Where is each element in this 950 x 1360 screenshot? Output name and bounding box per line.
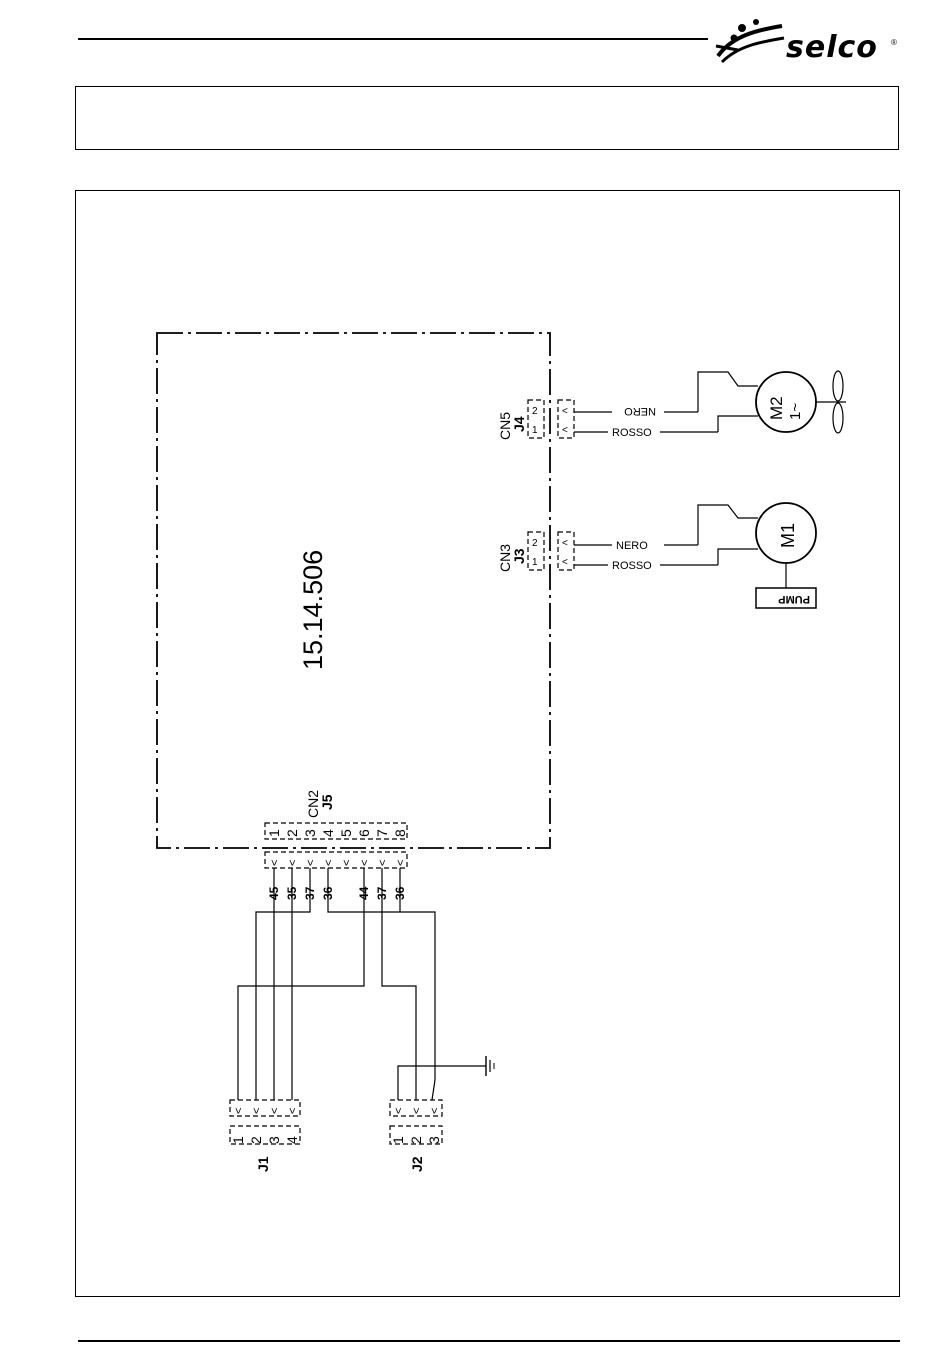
j1-socket-arrow: <	[287, 1108, 299, 1114]
cn2-socket-arrow: <	[341, 860, 353, 866]
j2-socket-arrow: <	[429, 1108, 441, 1114]
cn2-pin-3: 3	[302, 829, 318, 837]
cn2-pin-4: 4	[320, 829, 336, 837]
m2-phase: 1~	[787, 403, 804, 420]
cn2-pin-7: 7	[374, 829, 390, 837]
j2-pin-1: 1	[390, 1136, 406, 1144]
j2-socket-arrow: <	[411, 1108, 423, 1114]
j1-socket-arrow: <	[269, 1108, 281, 1114]
j1-socket-arrow: <	[233, 1108, 245, 1114]
j2-label: J2	[409, 1156, 425, 1172]
board-outline	[157, 333, 550, 848]
svg-text:<: <	[562, 557, 568, 568]
j1-label: J1	[255, 1156, 271, 1172]
board-code: 15.14.506	[298, 550, 328, 670]
cn2-socket-arrow: <	[395, 860, 407, 866]
j4-label: J4	[511, 416, 527, 432]
j1-pin-1: 1	[230, 1136, 246, 1144]
svg-text:2: 2	[532, 538, 538, 549]
j2-pin-3: 3	[426, 1136, 442, 1144]
cn2-socket-arrow: <	[323, 860, 335, 866]
fan-blade-icon	[833, 403, 843, 433]
cn2-pin-8: 8	[392, 829, 408, 837]
j1-pin-3: 3	[266, 1136, 282, 1144]
footer-rule	[78, 1340, 900, 1342]
j1-socket-arrow: <	[251, 1108, 263, 1114]
svg-text:<: <	[562, 538, 568, 549]
cn2-pin-5: 5	[338, 829, 354, 837]
cn3-wire-nero: NERO	[616, 540, 648, 552]
svg-text:1: 1	[532, 557, 538, 568]
j2-pin-2: 2	[408, 1136, 424, 1144]
cn5-pin-2: 2	[532, 406, 538, 417]
cn2-pin-6: 6	[356, 829, 372, 837]
m2-motor	[756, 372, 816, 432]
m2-label: M2	[767, 396, 786, 420]
cn5-pin-1: 1	[532, 425, 538, 436]
cn5-wire-rosso: ROSSO	[612, 427, 652, 439]
j1-pin-2: 2	[248, 1136, 264, 1144]
j2-socket-arrow: <	[393, 1108, 405, 1114]
cn2-pin-1: 1	[266, 829, 282, 837]
cn2-socket-arrow: <	[287, 860, 299, 866]
cn5-arrow-1: <	[562, 406, 568, 417]
cn3-wire-rosso: ROSSO	[612, 560, 652, 572]
cn2-socket-arrow: <	[359, 860, 371, 866]
fan-blade-icon	[833, 371, 843, 401]
j1-pin-4: 4	[284, 1136, 300, 1144]
cn2-socket-arrow: <	[377, 860, 389, 866]
cn2-socket-arrow: <	[305, 860, 317, 866]
cn2-pin-2: 2	[284, 829, 300, 837]
cn5-arrow-2: <	[562, 425, 568, 436]
j5-label: J5	[319, 794, 335, 810]
pump-label: PUMP	[778, 593, 810, 605]
ground-icon	[486, 1056, 494, 1076]
m1-label: M1	[778, 523, 798, 548]
cn2-socket-arrow: <	[269, 860, 281, 866]
j3-label: J3	[511, 548, 527, 564]
cn5-wire-nero: NERO	[624, 405, 656, 417]
